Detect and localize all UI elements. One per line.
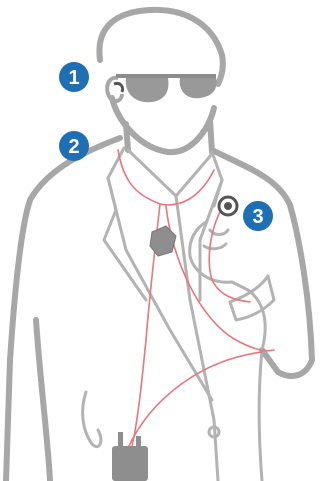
wire-cross (128, 352, 262, 448)
pendant-icon (150, 226, 176, 256)
marker-2: 2 (59, 131, 89, 161)
right-shoulder-outline (212, 150, 312, 360)
jacket-right-lower (259, 350, 262, 481)
marker-label: 1 (68, 67, 79, 89)
lapel-left (108, 178, 212, 400)
neck-left (126, 124, 128, 150)
shirt-collar (128, 150, 212, 196)
finger-line-2 (204, 244, 226, 249)
marker-label: 3 (252, 206, 263, 228)
radio-device-icon (112, 432, 148, 481)
left-hand-outline (83, 392, 101, 447)
sunglasses-icon (116, 76, 216, 102)
collar-left (108, 148, 124, 210)
hair-outline (99, 10, 222, 84)
right-hand-outline (190, 222, 248, 290)
marker-3: 3 (243, 201, 273, 231)
marker-label: 2 (68, 136, 79, 158)
right-lens (180, 78, 217, 98)
sleeve-line (248, 290, 265, 350)
marker-1: 1 (59, 62, 89, 92)
right-arm-outline (262, 350, 312, 376)
jacket-details (83, 148, 274, 481)
left-arm-inner (36, 320, 50, 481)
shirt-cuff (230, 276, 274, 320)
neck-loop-icon (118, 150, 214, 205)
left-shoulder-outline (6, 138, 120, 481)
lapel-edge (104, 210, 146, 300)
wiring (118, 150, 274, 448)
earpiece-icon (114, 83, 123, 92)
lapel-microphone-icon (219, 197, 237, 215)
left-lens (126, 78, 169, 102)
